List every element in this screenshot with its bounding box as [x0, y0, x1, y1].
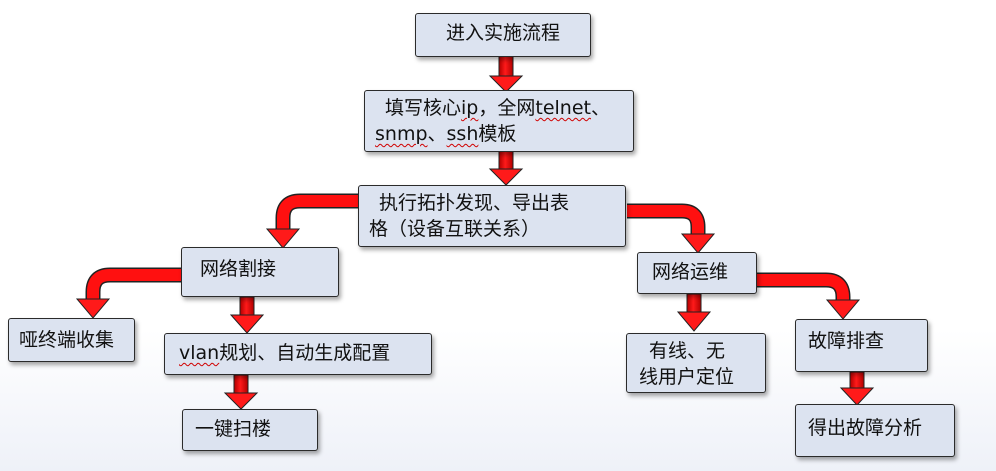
node-one-key-label: 一键扫楼: [195, 418, 272, 440]
node-analysis-label: 得出故障分析: [808, 417, 923, 439]
node-template-line1: 填写核心ip，全网telnet、: [385, 97, 610, 119]
node-start-label: 进入实施流程: [445, 22, 560, 44]
arrow-cutover-to-dumb-terminal: [75, 267, 181, 319]
node-cutover-label: 网络割接: [200, 258, 277, 280]
arrow-topology-to-ops: [627, 203, 716, 254]
arrow-template-to-topology: [488, 150, 524, 186]
node-topology-line2: 格（设备互联关系）: [369, 218, 541, 240]
node-vlan: vlan规划、自动生成配置: [164, 333, 432, 375]
arrow-vlan-to-one-key: [223, 374, 259, 410]
node-vlan-label: vlan规划、自动生成配置: [179, 342, 391, 364]
node-one-key: 一键扫楼: [182, 409, 318, 451]
arrow-start-to-template: [488, 55, 524, 93]
node-topology: 执行拓扑发现、导出表 格（设备互联关系）: [358, 185, 626, 247]
node-topology-line1: 执行拓扑发现、导出表: [379, 192, 570, 214]
node-dumb-terminal-label: 哑终端收集: [19, 329, 115, 351]
arrow-topology-to-cutover: [265, 193, 358, 249]
node-troubleshoot: 故障排查: [795, 319, 928, 372]
arrow-cutover-to-vlan: [229, 296, 265, 334]
node-troubleshoot-label: 故障排查: [808, 330, 885, 352]
node-template-line2: snmp、ssh模板: [375, 123, 517, 145]
node-ops: 网络运维: [637, 252, 757, 294]
arrow-troubleshoot-to-analysis: [839, 371, 875, 406]
arrow-ops-to-locate: [676, 293, 712, 332]
node-dumb-terminal: 哑终端收集: [8, 318, 135, 362]
node-locate: 有线、无 线用户定位: [626, 333, 766, 393]
node-analysis: 得出故障分析: [795, 404, 955, 457]
node-template: 填写核心ip，全网telnet、 snmp、ssh模板: [364, 90, 634, 152]
node-cutover: 网络割接: [181, 247, 339, 297]
node-locate-line2: 线用户定位: [639, 366, 735, 388]
node-start: 进入实施流程: [415, 13, 591, 57]
node-locate-line1: 有线、无: [649, 340, 726, 362]
arrow-ops-to-troubleshoot: [757, 272, 861, 320]
node-ops-label: 网络运维: [652, 261, 729, 283]
